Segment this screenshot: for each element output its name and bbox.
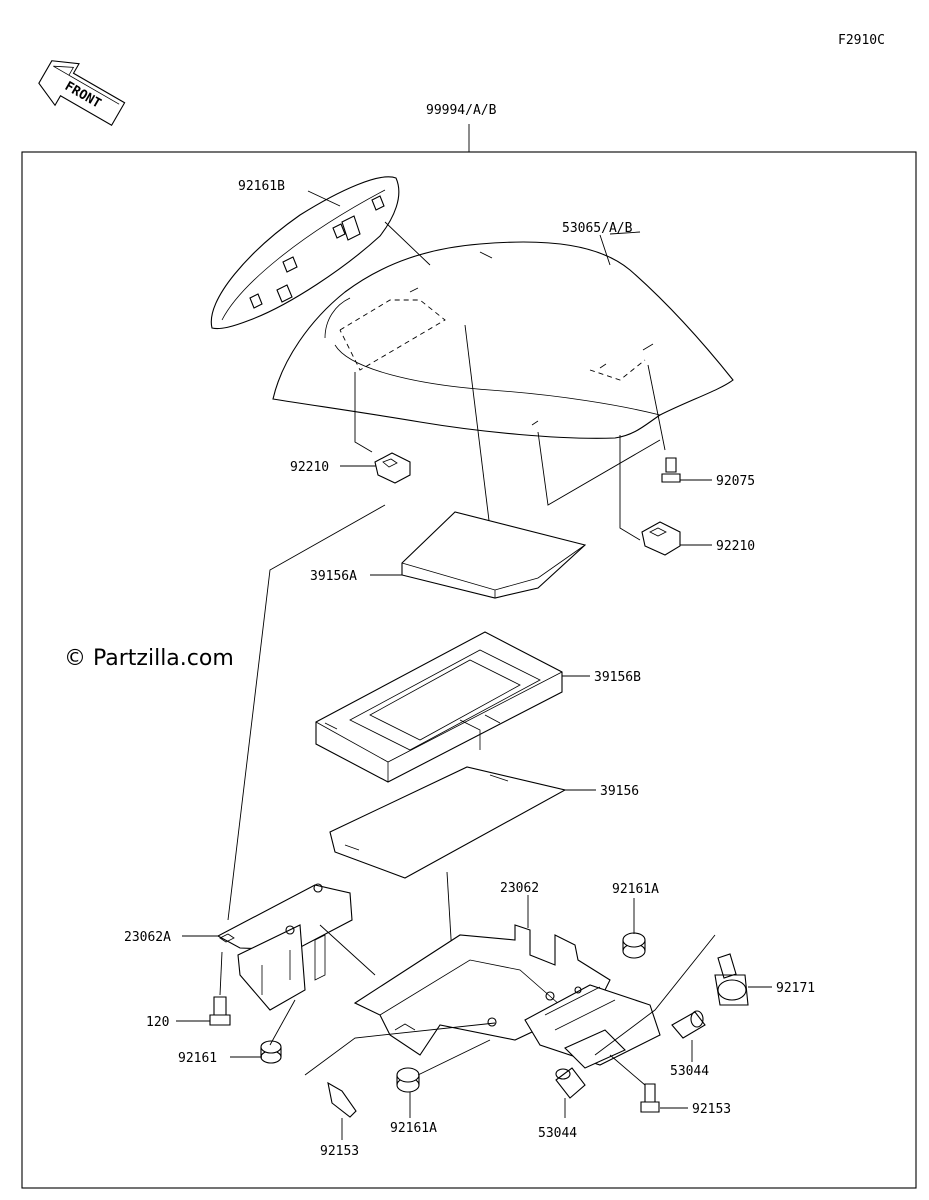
cowl-leaders	[354, 221, 666, 546]
label-grommet-right: 53044	[670, 1064, 709, 1079]
front-arrow-icon: FRONT	[38, 60, 126, 127]
damper-left	[260, 1040, 282, 1064]
label-bolt-left: 120	[146, 1015, 169, 1030]
label-pad-sheet: 39156	[600, 784, 639, 799]
label-band: 92171	[776, 981, 815, 996]
figure-code: F2910C	[838, 33, 885, 48]
label-bracket-main: 23062	[500, 881, 539, 896]
pad-a	[401, 511, 587, 599]
seat-cowl	[272, 241, 734, 439]
callout-leaders	[176, 190, 772, 1140]
label-screw-top: 92075	[716, 474, 755, 489]
clip-left	[374, 452, 411, 484]
front-arrow-label: FRONT	[62, 79, 104, 112]
screw-top	[661, 457, 681, 483]
label-cowl-cover: 92161B	[238, 179, 285, 194]
label-damper-bottom: 92161A	[390, 1121, 437, 1136]
label-damper-left: 92161	[178, 1051, 217, 1066]
watermark: © Partzilla.com	[64, 646, 234, 671]
clip-right	[641, 521, 681, 556]
bracket-left	[216, 883, 353, 1011]
damper-bottom	[396, 1067, 420, 1093]
label-assembly: 99994/A/B	[426, 103, 497, 118]
label-damper-top: 92161A	[612, 882, 659, 897]
grommet-bottom	[555, 1067, 586, 1099]
label-clip-right: 92210	[716, 539, 755, 554]
label-screw-bottom-left: 92153	[320, 1144, 359, 1159]
label-pad-b: 39156B	[594, 670, 641, 685]
pad-sheet	[329, 766, 567, 879]
damper-top	[622, 932, 646, 959]
label-clip-left: 92210	[290, 460, 329, 475]
label-grommet-bottom: 53044	[538, 1126, 577, 1141]
screw-bottom-left	[327, 1081, 357, 1118]
bracket-main	[353, 924, 661, 1069]
label-bracket-left: 23062A	[124, 930, 171, 945]
cowl-cover-pins	[249, 195, 385, 309]
screw-bottom-right	[640, 1083, 660, 1113]
grommet-right	[671, 1010, 706, 1039]
bolt-left	[209, 996, 231, 1026]
pad-b	[315, 631, 563, 783]
label-seat-cowl: 53065/A/B	[562, 221, 633, 236]
callout-labels: F2910C 99994/A/B 92161B 53065/A/B 92210 …	[124, 33, 885, 1159]
label-pad-a: 39156A	[310, 569, 357, 584]
band	[714, 953, 749, 1006]
cowl-cover	[210, 176, 400, 330]
lower-leaders	[219, 924, 716, 1086]
label-screw-bottom-right: 92153	[692, 1102, 731, 1117]
assembly-frame	[21, 124, 917, 1189]
